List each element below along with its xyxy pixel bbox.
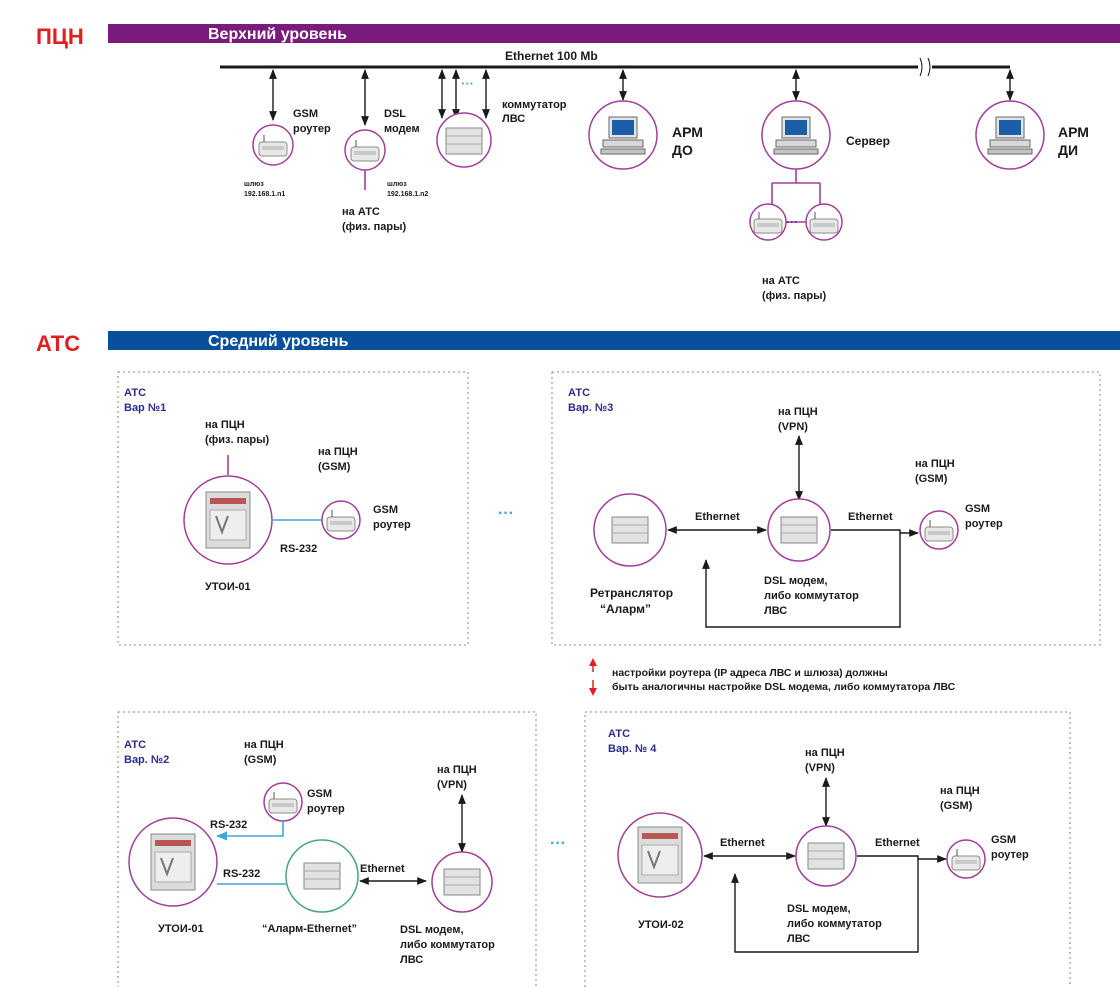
to-ats-left-label: на АТС(физ. пары) [342, 206, 407, 233]
var2-device-label: УТОИ-01 [158, 923, 204, 935]
var4-to-pcn-gsm-label: на ПЦН(GSM) [940, 785, 980, 812]
retranslator-icon [611, 516, 649, 544]
server-label: Сервер [846, 134, 890, 148]
var2-alarm-eth-label: “Аларм-Ethernet” [262, 923, 357, 935]
cabinet-icon [205, 491, 251, 549]
var2-rs232a-label: RS-232 [210, 819, 247, 831]
var1-device-label: УТОИ-01 [205, 581, 251, 593]
top-level-band [108, 24, 1120, 43]
to-ats-server-label: на АТС(физ. пары) [762, 275, 827, 302]
var3-eth2-label: Ethernet [848, 511, 893, 523]
cabinet-icon [637, 826, 683, 884]
var3-eth2-link [831, 529, 919, 537]
note-text: настройки роутера (IP адреса ЛВС и шлюза… [612, 667, 956, 693]
switch-uplink-ellipsis: ··· [461, 76, 474, 91]
var4-loop-link [731, 859, 919, 953]
var4-eth2-label: Ethernet [875, 837, 920, 849]
mid-level-band [108, 331, 1120, 350]
var3-to-pcn-gsm-label: на ПЦН(GSM) [915, 458, 955, 485]
note-arrow-down-icon [589, 688, 597, 696]
var2-rs232a-link [215, 821, 284, 841]
modem-icon [780, 516, 818, 544]
server-modem-ellipsis: ··· [786, 215, 798, 229]
var3-eth1-label: Ethernet [695, 511, 740, 523]
switch-icon [445, 127, 483, 155]
server-modem-links [771, 169, 821, 205]
var1-box [117, 371, 469, 646]
var4-box [584, 711, 1071, 987]
var3-to-pcn-vpn-label: на ПЦН(VPN) [778, 406, 818, 433]
var1-var3-ellipsis: ··· [498, 505, 514, 522]
var4-eth2-link [857, 855, 947, 863]
ats-side-label: АТС [36, 331, 80, 356]
var4-eth1-label: Ethernet [720, 837, 765, 849]
var2-var4-ellipsis: ··· [550, 835, 566, 852]
pcn-side-label: ПЦН [36, 24, 84, 49]
var1-to-pcn-phys-label: на ПЦН(физ. пары) [205, 419, 270, 446]
var1-rs232-label: RS-232 [280, 543, 317, 555]
var2-rs232b-label: RS-232 [223, 868, 260, 880]
var4-to-pcn-vpn-label: на ПЦН(VPN) [805, 747, 845, 774]
note-arrow-up-icon [589, 658, 597, 666]
var2-eth-label: Ethernet [360, 863, 405, 875]
var4-device-label: УТОИ-02 [638, 919, 684, 931]
modem-icon [807, 842, 845, 870]
var3-box [551, 371, 1101, 646]
var1-to-pcn-gsm-label: на ПЦН(GSM) [318, 446, 358, 473]
var2-to-pcn-vpn-label: на ПЦН(VPN) [437, 764, 477, 791]
ethernet-label: Ethernet 100 Mb [505, 49, 598, 63]
var3-retranslator-label: Ретранслятор“Аларм” [590, 586, 673, 616]
mid-level-title: Средний уровень [208, 333, 349, 350]
cabinet-icon [150, 833, 196, 891]
var2-box [117, 711, 537, 987]
bus-break-marks [919, 57, 931, 77]
var3-loop-link [702, 533, 901, 628]
modem-icon [443, 868, 481, 896]
alarm-device-icon [303, 862, 341, 890]
var2-to-pcn-gsm-label: на ПЦН(GSM) [244, 739, 284, 766]
top-level-title: Верхний уровень [208, 26, 347, 43]
